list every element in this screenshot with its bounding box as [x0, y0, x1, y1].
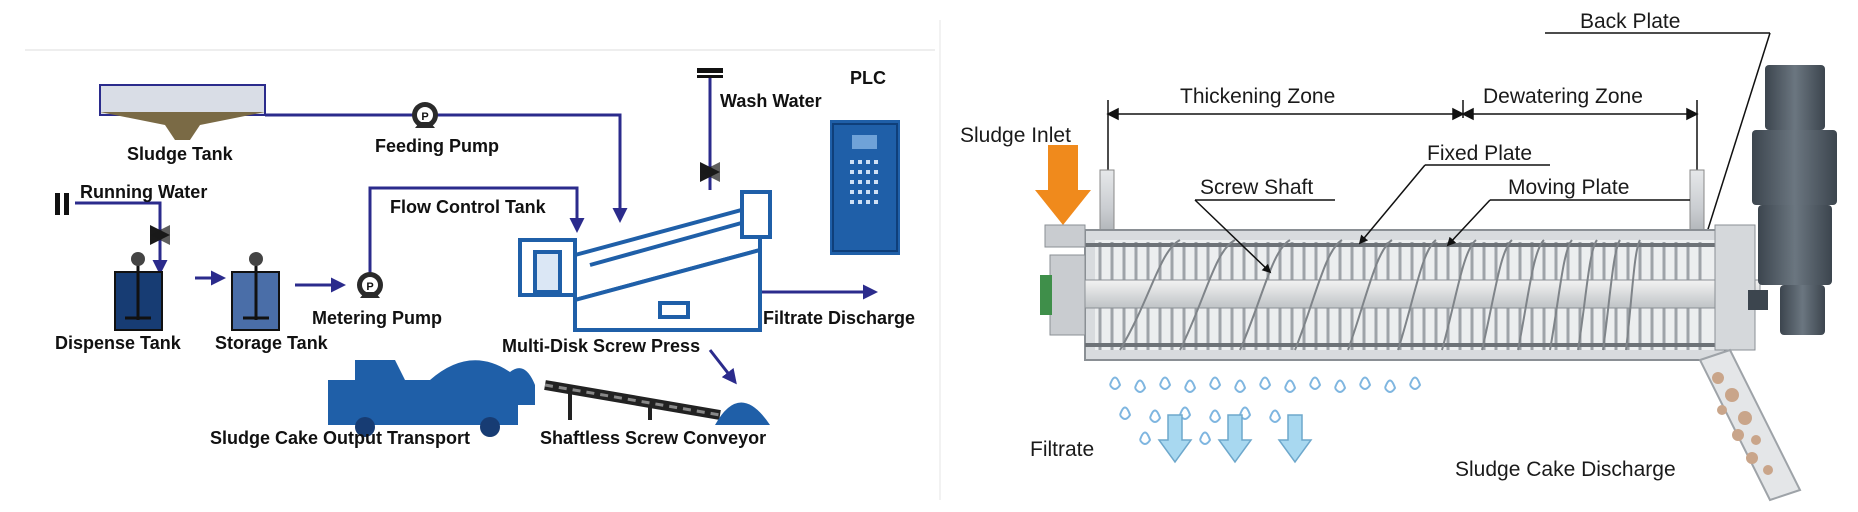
back-plate-leader	[1545, 32, 1771, 246]
wash-water-cap	[697, 68, 723, 73]
label-filtrate-discharge: Filtrate Discharge	[763, 308, 915, 328]
filtrate-droplets	[1109, 376, 1422, 445]
sludge-inlet-arrow	[1035, 145, 1091, 248]
label-filtrate: Filtrate	[1030, 438, 1094, 461]
pipe-network	[75, 75, 878, 385]
right-cross-section: Back Plate Thickening Zone Dewatering Zo…	[960, 10, 1837, 502]
metering-pump-icon: P	[357, 272, 383, 298]
label-dispense-tank: Dispense Tank	[55, 333, 182, 353]
label-plc: PLC	[850, 68, 886, 88]
multi-disk-screw-press	[518, 190, 772, 332]
sludge-tank	[99, 84, 266, 140]
label-sludge-cake-discharge: Sludge Cake Discharge	[1455, 458, 1676, 481]
screw-press-body	[1040, 224, 1761, 361]
label-storage-tank: Storage Tank	[215, 333, 329, 353]
label-dewatering-zone: Dewatering Zone	[1483, 85, 1643, 108]
label-sludge-inlet: Sludge Inlet	[960, 124, 1071, 147]
label-metering-pump: Metering Pump	[312, 308, 442, 328]
label-multi-disk-screw-press: Multi-Disk Screw Press	[502, 336, 700, 356]
label-back-plate: Back Plate	[1580, 10, 1680, 33]
motor-gearbox	[1748, 65, 1837, 335]
sludge-cake-discharge-chute	[1698, 348, 1802, 502]
label-flow-control-tank: Flow Control Tank	[390, 197, 547, 217]
truck-icon	[328, 360, 535, 437]
label-moving-plate: Moving Plate	[1508, 176, 1629, 199]
storage-tank	[231, 252, 280, 331]
shaftless-conveyor-icon	[544, 380, 770, 425]
running-water-mark	[55, 193, 60, 215]
left-flow-diagram: P P	[25, 20, 941, 500]
feeding-pump-icon: P	[412, 102, 438, 128]
label-thickening-zone: Thickening Zone	[1180, 85, 1335, 108]
dispense-tank	[114, 252, 163, 331]
valve-icon	[150, 162, 720, 245]
label-shaftless-screw-conveyor: Shaftless Screw Conveyor	[540, 428, 766, 448]
label-running-water: Running Water	[80, 182, 207, 202]
zone-dimension-lines	[1106, 100, 1699, 250]
pump-symbol: P	[421, 111, 428, 123]
callout-leaders	[1194, 164, 1690, 274]
plc-cabinet	[830, 120, 900, 255]
label-fixed-plate: Fixed Plate	[1427, 142, 1532, 165]
label-sludge-tank: Sludge Tank	[127, 144, 234, 164]
label-screw-shaft: Screw Shaft	[1200, 176, 1313, 199]
filtrate-arrows	[1157, 414, 1313, 464]
pump-symbol: P	[366, 281, 373, 293]
label-feeding-pump: Feeding Pump	[375, 136, 499, 156]
label-wash-water: Wash Water	[720, 91, 822, 111]
label-sludge-cake-output-transport: Sludge Cake Output Transport	[210, 428, 470, 448]
